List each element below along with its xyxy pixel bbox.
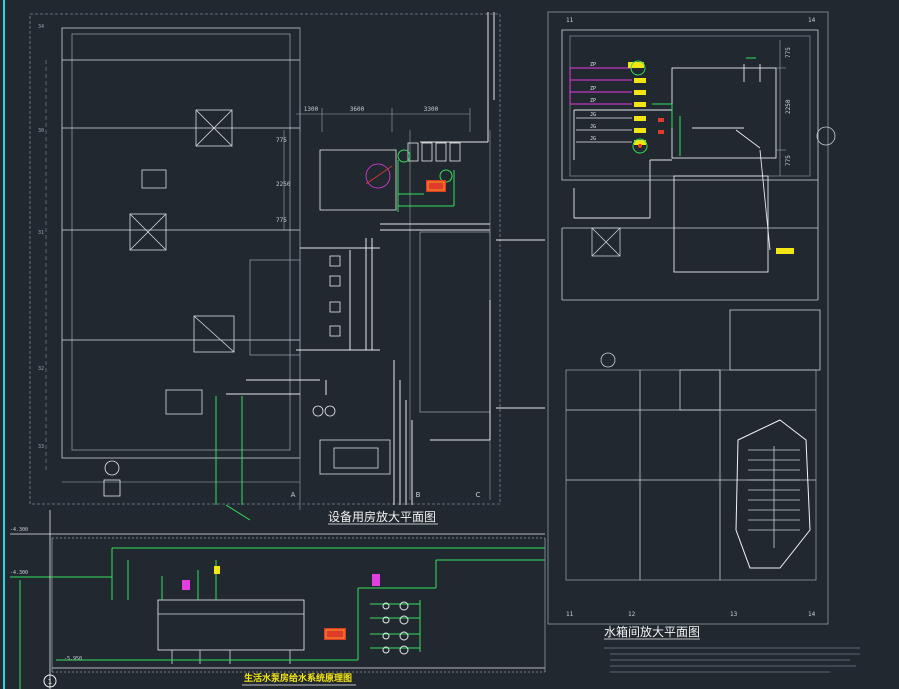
- pipe-label: JG: [590, 112, 596, 118]
- supply-risers: [226, 12, 545, 505]
- axis-label: 34: [38, 24, 44, 30]
- dim-label: 775: [276, 137, 287, 144]
- grid-label: 11: [566, 611, 574, 618]
- valve-icon: [658, 130, 664, 134]
- axis-label: 32: [38, 366, 44, 372]
- tank-room-title: 水箱间放大平面图: [604, 624, 700, 639]
- dim-label: 1300: [304, 106, 319, 113]
- valve-tag-icon: [638, 144, 642, 148]
- pipe-label: ZP: [590, 86, 596, 92]
- pipe-label: ZP: [590, 98, 596, 104]
- control-cabinet: [426, 180, 446, 192]
- tank-room-equipment: [573, 64, 777, 273]
- tank-room-plan: [547, 11, 836, 625]
- pump-symbols: [103, 142, 461, 497]
- control-cabinet-frame: [427, 181, 445, 191]
- dim-label: 775: [785, 47, 792, 58]
- dim-label: 3300: [424, 106, 439, 113]
- system-components: [182, 566, 409, 655]
- valve-tag-icon: [632, 138, 648, 154]
- notes-block: [604, 647, 860, 673]
- dim-label: 3600: [350, 106, 365, 113]
- valve-icon: [658, 118, 664, 122]
- system-diagram-title: 生活水泵房给水系统原理图: [244, 672, 352, 684]
- grid-label: 14: [808, 611, 816, 618]
- grid-label: B: [416, 491, 421, 499]
- white-pipes-tank: [576, 117, 632, 143]
- grid-label: 14: [808, 17, 816, 24]
- node-marker-label: 1: [48, 678, 52, 686]
- axis-label: 30: [38, 128, 44, 134]
- dimension-tank: [776, 40, 786, 176]
- dim-label: 2250: [276, 181, 291, 188]
- magenta-pipes: [569, 67, 632, 105]
- pump-tag-icon: [397, 149, 411, 163]
- node-marker: [43, 674, 57, 688]
- axis-label: 31: [38, 230, 44, 236]
- dimension-top: [283, 108, 471, 230]
- system-diagram: [10, 533, 546, 673]
- dim-label: 775: [276, 217, 287, 224]
- dim-label: 2250: [785, 99, 792, 114]
- level-mark: -4.300: [10, 570, 28, 576]
- yellow-valve-tags: [628, 62, 794, 254]
- equipment-room-title: 设备用房放大平面图: [328, 509, 436, 524]
- dim-label: 775: [785, 155, 792, 166]
- grid-label: 12: [628, 611, 636, 618]
- axis-label: 33: [38, 444, 44, 450]
- green-pipes-equipment: [215, 160, 455, 521]
- level-mark: -4.300: [10, 527, 28, 533]
- grid-label: A: [291, 491, 296, 499]
- equipment-room-plan: [29, 13, 501, 510]
- grid-label: 11: [566, 17, 574, 24]
- green-pipes-system: [10, 547, 545, 689]
- green-pipes-tank: [652, 57, 756, 156]
- pipe-label: ZP: [590, 62, 596, 68]
- grid-label: C: [476, 491, 481, 499]
- pipe-label: JG: [590, 124, 596, 130]
- pipe-label: JG: [590, 136, 596, 142]
- level-mark: -5.950: [64, 656, 82, 662]
- valve-tag-icon: [630, 60, 646, 76]
- grid-label: 13: [730, 611, 738, 618]
